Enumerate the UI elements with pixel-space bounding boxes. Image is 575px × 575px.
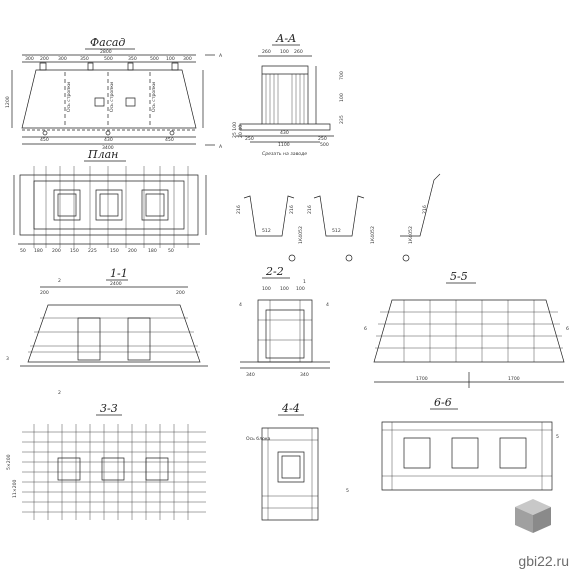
aa-note: Срезать на заводе (262, 151, 307, 157)
plan-dim: 200 (128, 248, 137, 254)
detail-mark: 1К4052 (370, 226, 376, 244)
aa-left-dim: 20 40 (238, 125, 244, 138)
aa-dim: 260 (294, 49, 303, 55)
cut-mark: 6 (566, 326, 569, 332)
aa-side-dim: 100 (339, 93, 345, 102)
s11-dim: 200 (40, 290, 49, 296)
aa-dim: 250 (318, 136, 327, 142)
cut-mark: 4 (239, 302, 242, 308)
aa-dim: 260 (262, 49, 271, 55)
detail-mark: 1К4052 (408, 226, 414, 244)
aa-side-dim: 700 (339, 71, 345, 80)
section-5-5: 5-5 1700 1700 6 6 (364, 270, 569, 388)
fasad-dim: 200 (40, 56, 49, 62)
s33-dim: 11×200 (12, 479, 18, 498)
s44-label: Ось блока (246, 436, 271, 442)
s22-title: 2-2 (265, 265, 284, 278)
detail-mark: 1К4052 (298, 226, 304, 244)
cut-mark: 4 (326, 302, 329, 308)
section-2-2: 2-2 100 100 100 1 340 340 4 4 (239, 265, 330, 378)
fasad-dim: 100 (166, 56, 175, 62)
fasad-dim: 450 (165, 137, 174, 143)
fasad-mark: Ось стропки (66, 82, 72, 112)
detail-dim: 216 (422, 205, 428, 214)
detail-dim: 216 (289, 205, 295, 214)
section-4-4: 4-4 Ось блока (246, 402, 318, 520)
aa-dim: 250 (245, 136, 254, 142)
s44-title: 4-4 (281, 402, 300, 415)
aa-left-dim: 25 100 (232, 122, 238, 138)
view-plan: План 50 180 200 150 (14, 148, 206, 254)
fasad-dim: 300 (183, 56, 192, 62)
plan-dim: 150 (110, 248, 119, 254)
aa-title: А-А (275, 32, 296, 45)
fasad-top-dim: 2800 (100, 49, 112, 55)
fasad-height-dim: 1200 (5, 96, 11, 108)
s22-dim: 340 (246, 372, 255, 378)
s55-dim: 1700 (508, 376, 520, 382)
aa-dim: 1100 (278, 142, 290, 148)
fasad-dim: 3400 (102, 145, 114, 151)
cut-mark: А (219, 53, 223, 59)
plan-dim: 225 (88, 248, 97, 254)
s33-title: 3-3 (100, 402, 118, 415)
plan-dim: 150 (70, 248, 79, 254)
detail-dim: 512 (332, 228, 341, 234)
s22-dim: 100 (296, 286, 305, 292)
site-watermark: gbi22.ru (518, 553, 569, 569)
s11-title: 1-1 (110, 267, 128, 280)
s11-dim: 2400 (110, 281, 122, 287)
detail-dim: 216 (236, 205, 242, 214)
fasad-dim: 430 (104, 137, 113, 143)
rebar-details: 512 216 216 1К4052 512 216 1К4052 216 1К… (236, 174, 440, 261)
cut-mark: 5 (556, 434, 559, 440)
aa-dim: 500 (320, 142, 329, 148)
plan-dim: 180 (34, 248, 43, 254)
cut-mark: 1 (303, 279, 306, 285)
cut-mark: 3 (6, 356, 9, 362)
fasad-dim: 350 (128, 56, 137, 62)
s33-dim: 5×200 (6, 454, 12, 470)
section-1-1: 1-1 2400 200 200 2 2 3 (6, 267, 208, 396)
cut-mark: 2 (58, 390, 61, 396)
cut-mark: А (219, 144, 223, 150)
aa-dim: 100 (280, 49, 289, 55)
fasad-dim: 450 (40, 137, 49, 143)
plan-dim: 200 (52, 248, 61, 254)
fasad-dim: 300 (25, 56, 34, 62)
cut-mark: 6 (364, 326, 367, 332)
detail-dim: 512 (262, 228, 271, 234)
site-logo-icon (515, 499, 551, 533)
plan-dim: 180 (148, 248, 157, 254)
plan-dim: 50 (168, 248, 174, 254)
fasad-dim: 500 (104, 56, 113, 62)
plan-dim: 50 (20, 248, 26, 254)
section-6-6: 6-6 5 5 (346, 396, 559, 494)
fasad-dim: 300 (58, 56, 67, 62)
view-fasad: Фасад 2800 (5, 36, 223, 151)
detail-dim: 216 (307, 205, 313, 214)
s22-dim: 100 (262, 286, 271, 292)
s22-dim: 340 (300, 372, 309, 378)
plan-title: План (87, 148, 118, 161)
fasad-mark: Ось стропки (151, 82, 157, 112)
aa-dim: 430 (280, 130, 289, 136)
aa-side-dim: 235 (339, 115, 345, 124)
s55-title: 5-5 (450, 270, 468, 283)
section-3-3: 3-3 5×200 11×200 (6, 402, 206, 520)
cut-mark: 2 (58, 278, 61, 284)
fasad-dim: 350 (80, 56, 89, 62)
view-aa: А-А 260 100 260 250 430 250 1100 500 Сре (232, 32, 345, 157)
s55-dim: 1700 (416, 376, 428, 382)
s66-title: 6-6 (434, 396, 452, 409)
fasad-mark: Ось стропки (109, 82, 115, 112)
fasad-dim: 500 (150, 56, 159, 62)
fasad-title: Фасад (90, 36, 125, 49)
s11-dim: 200 (176, 290, 185, 296)
cut-mark: 5 (346, 488, 349, 494)
s22-dim: 100 (280, 286, 289, 292)
